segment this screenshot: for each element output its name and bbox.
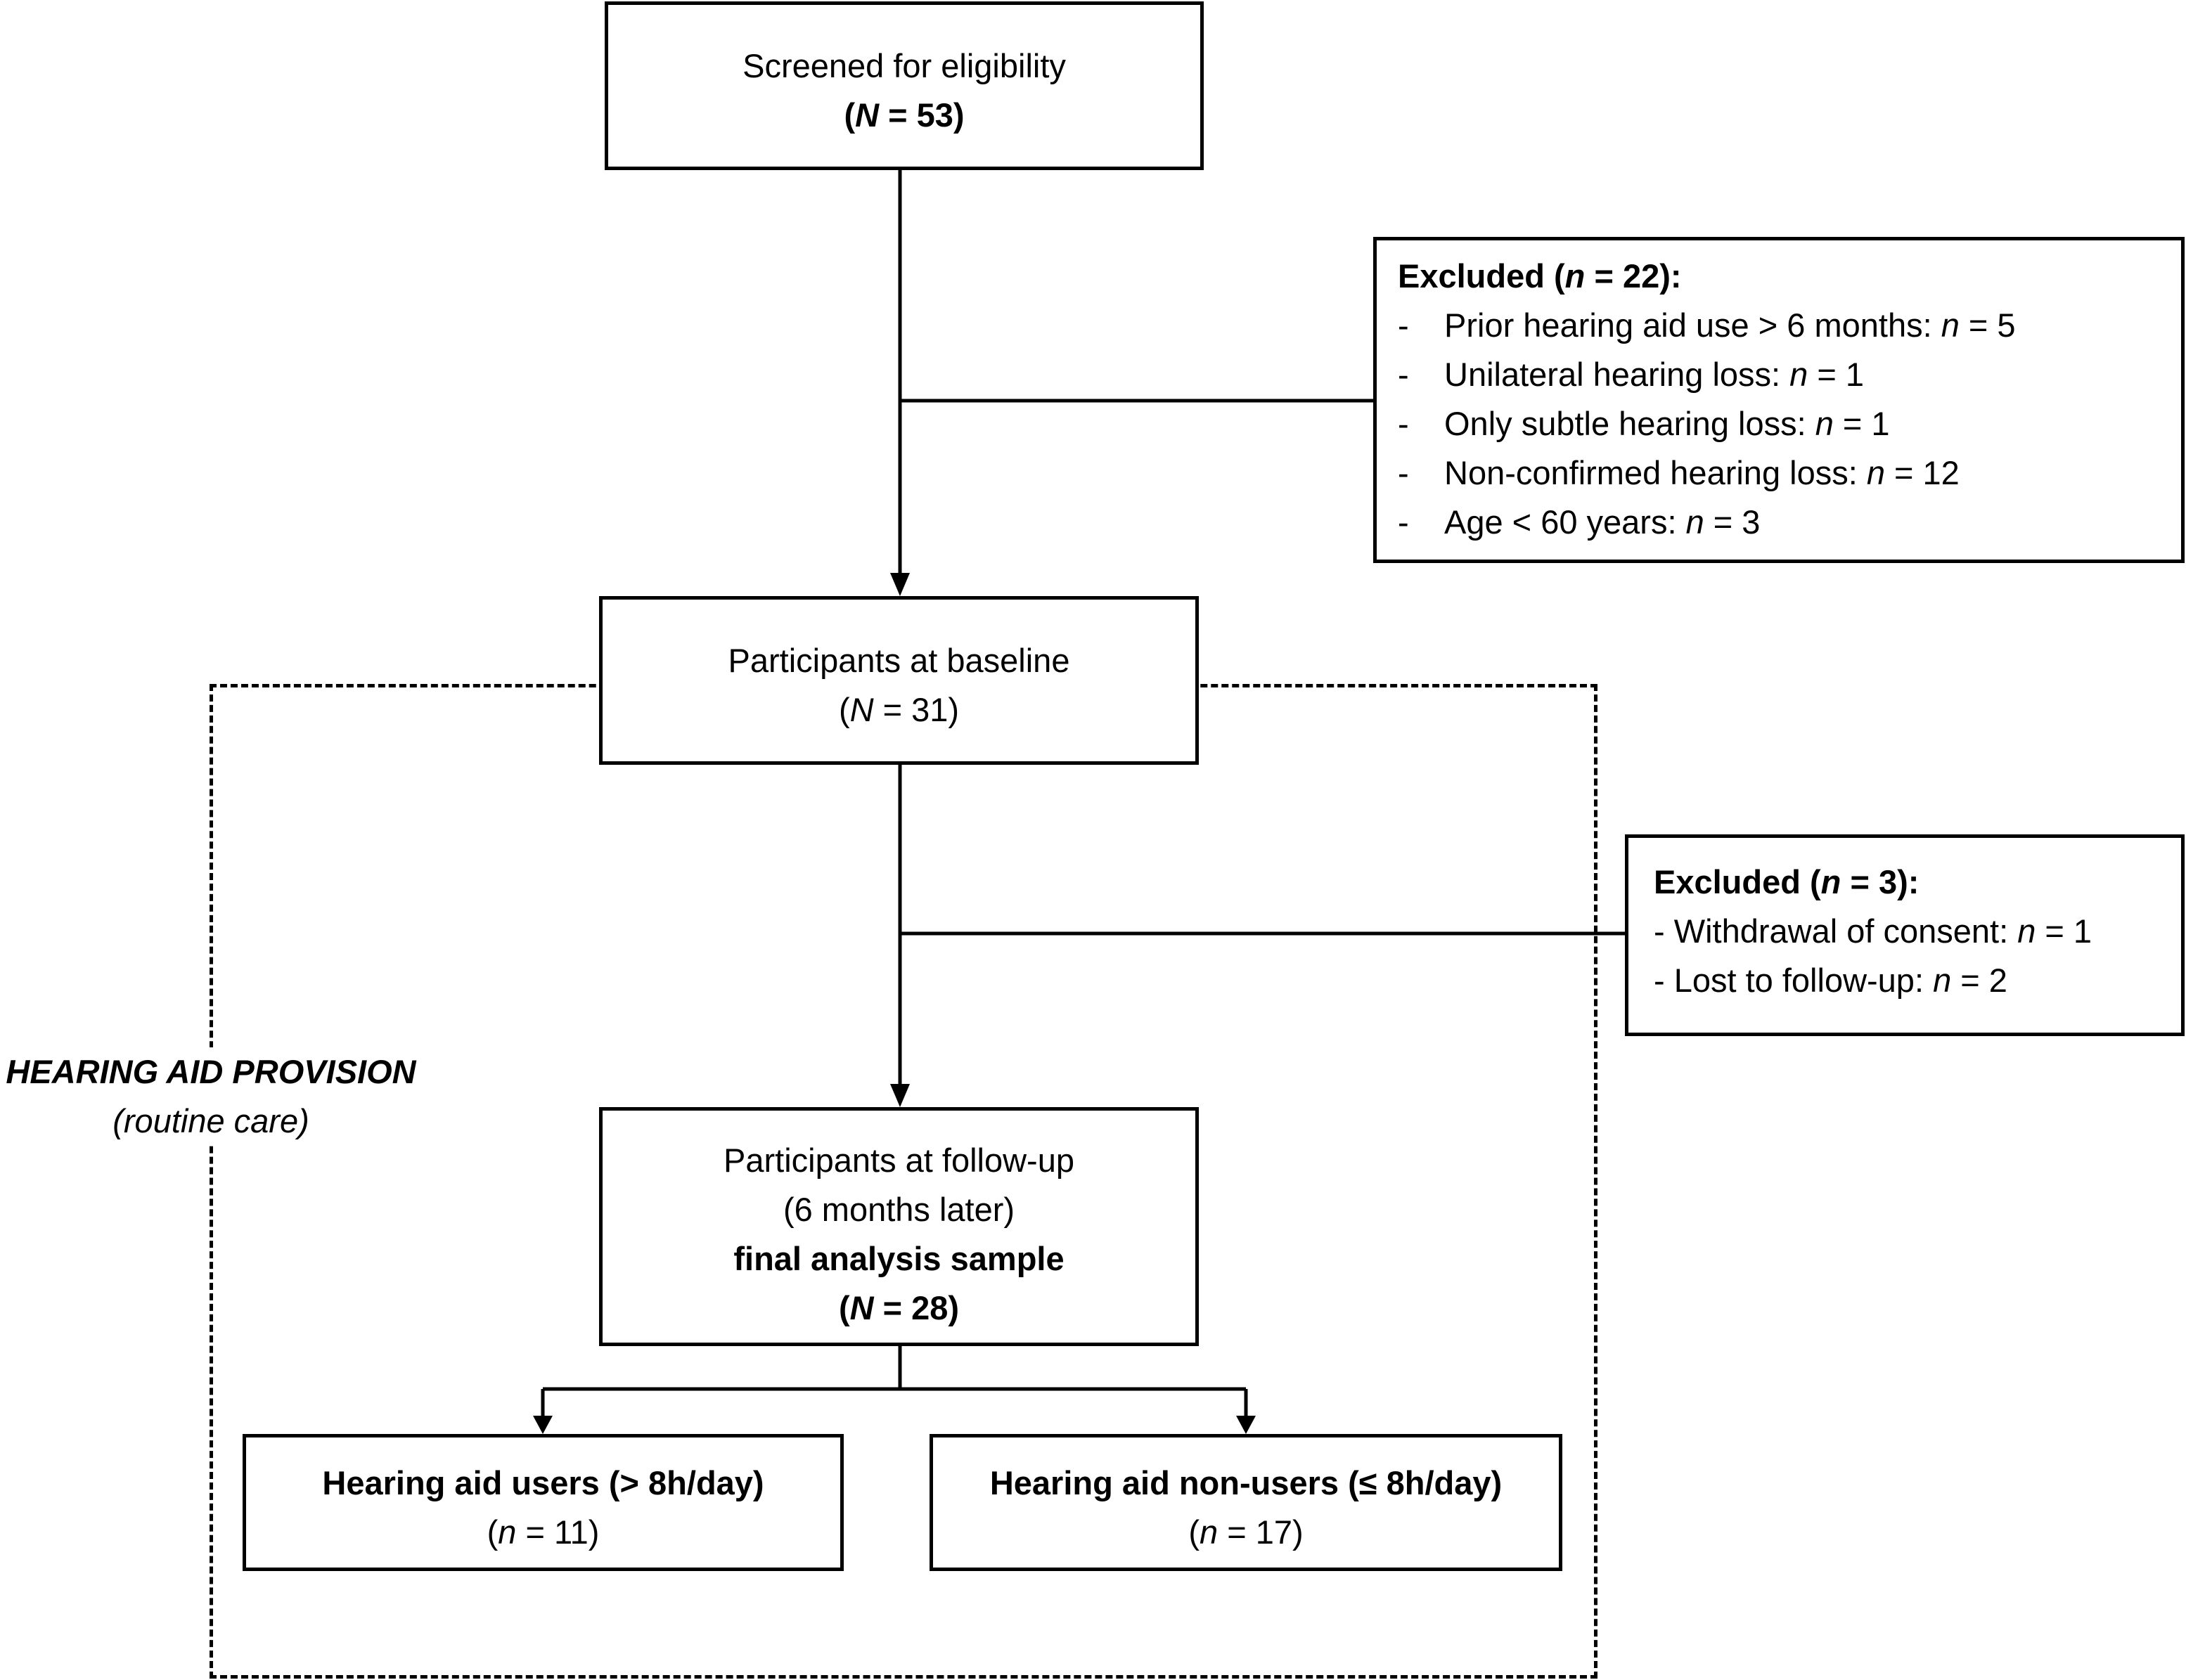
screened-n-value: = 53 [879, 96, 953, 134]
users-n-symbol: n [498, 1513, 517, 1551]
excluded2-title: Excluded (n = 3): [1654, 858, 2181, 907]
excluded-box-1: Excluded (n = 22): -Prior hearing aid us… [1373, 237, 2185, 563]
baseline-n-symbol: N [849, 691, 874, 728]
baseline-n-value: = 31 [873, 691, 949, 728]
excluded2-title-text: Excluded ( [1654, 863, 1821, 900]
nonusers-n-value: = 17 [1218, 1513, 1292, 1551]
excluded1-item-value: = 12 [1884, 454, 1960, 491]
screened-box: Screened for eligibility (N = 53) [605, 1, 1204, 170]
excluded1-item-text: Unilateral hearing loss: [1444, 356, 1790, 393]
followup-line3: final analysis sample [733, 1240, 1065, 1277]
excluded1-title-symbol: n [1564, 257, 1586, 295]
excluded1-item-symbol: n [1789, 356, 1808, 393]
excluded1-item: -Age < 60 years: n = 3 [1398, 503, 1761, 541]
excluded1-title: Excluded (n = 22): [1398, 252, 2181, 301]
excluded2-item-value: = 1 [2036, 912, 2092, 950]
excluded1-item: -Only subtle hearing loss: n = 1 [1398, 405, 1890, 442]
users-box: Hearing aid users (> 8h/day) (n = 11) [243, 1434, 844, 1571]
excluded2-item-text: - Lost to follow-up: [1654, 962, 1934, 999]
users-count: (n = 11) [487, 1513, 600, 1551]
excluded2-item-value: = 2 [1951, 962, 2007, 999]
excluded2-title-symbol: n [1820, 863, 1841, 900]
excluded1-item-text: Only subtle hearing loss: [1444, 405, 1815, 442]
excluded2-item-text: - Withdrawal of consent: [1654, 912, 2018, 950]
arrowhead-followup [890, 1084, 910, 1107]
nonusers-box: Hearing aid non-users (≤ 8h/day) (n = 17… [930, 1434, 1562, 1571]
users-n-value: = 11 [516, 1513, 589, 1551]
excluded1-title-value: = 22): [1585, 257, 1682, 295]
excluded2-item: - Lost to follow-up: n = 2 [1654, 956, 2181, 1005]
excluded1-item-symbol: n [1815, 405, 1834, 442]
excluded1-item: -Unilateral hearing loss: n = 1 [1398, 356, 1864, 393]
followup-line1: Participants at follow-up [724, 1142, 1074, 1179]
excluded2-item-symbol: n [2017, 912, 2036, 950]
excluded1-item-symbol: n [1941, 306, 1960, 344]
excluded1-item-symbol: n [1685, 503, 1704, 541]
users-label: Hearing aid users (> 8h/day) [322, 1464, 764, 1501]
followup-line2: (6 months later) [783, 1191, 1015, 1228]
excluded2-item-symbol: n [1933, 962, 1952, 999]
nonusers-count: (n = 17) [1188, 1513, 1304, 1551]
arrowhead-nonusers [1236, 1416, 1256, 1434]
provision-label: HEARING AID PROVISION (routine care) [0, 1047, 422, 1146]
excluded1-item-value: = 1 [1808, 356, 1864, 393]
baseline-count: (N = 31) [838, 691, 960, 728]
excluded1-item-value: = 5 [1959, 306, 2016, 344]
excluded-box-2: Excluded (n = 3): - Withdrawal of consen… [1625, 834, 2185, 1036]
arrowhead-users [533, 1416, 553, 1434]
excluded2-item: - Withdrawal of consent: n = 1 [1654, 907, 2181, 956]
excluded1-item: -Non-confirmed hearing loss: n = 12 [1398, 454, 1960, 491]
followup-box: Participants at follow-up (6 months late… [599, 1107, 1199, 1346]
arrowhead-baseline [890, 573, 910, 596]
excluded1-title-text: Excluded ( [1398, 257, 1565, 295]
excluded1-item-symbol: n [1866, 454, 1885, 491]
excluded2-title-value: = 3): [1841, 863, 1920, 900]
excluded1-item-value: = 1 [1833, 405, 1890, 442]
nonusers-n-symbol: n [1200, 1513, 1219, 1551]
baseline-box: Participants at baseline (N = 31) [599, 596, 1199, 765]
screened-label: Screened for eligibility [742, 47, 1066, 84]
followup-n-symbol: N [849, 1289, 874, 1326]
followup-n-value: = 28 [873, 1289, 949, 1326]
excluded1-item: -Prior hearing aid use > 6 months: n = 5 [1398, 306, 2016, 344]
excluded1-item-text: Non-confirmed hearing loss: [1444, 454, 1867, 491]
excluded1-item-text: Age < 60 years: [1444, 503, 1686, 541]
screened-n-symbol: N [855, 96, 880, 134]
excluded1-item-value: = 3 [1704, 503, 1761, 541]
screened-count: (N = 53) [844, 96, 965, 134]
excluded1-item-text: Prior hearing aid use > 6 months: [1444, 306, 1941, 344]
provision-title: HEARING AID PROVISION [6, 1053, 416, 1090]
provision-subtitle: (routine care) [112, 1102, 309, 1139]
baseline-label: Participants at baseline [728, 642, 1070, 679]
nonusers-label: Hearing aid non-users (≤ 8h/day) [989, 1464, 1503, 1501]
followup-count: (N = 28) [838, 1289, 960, 1326]
